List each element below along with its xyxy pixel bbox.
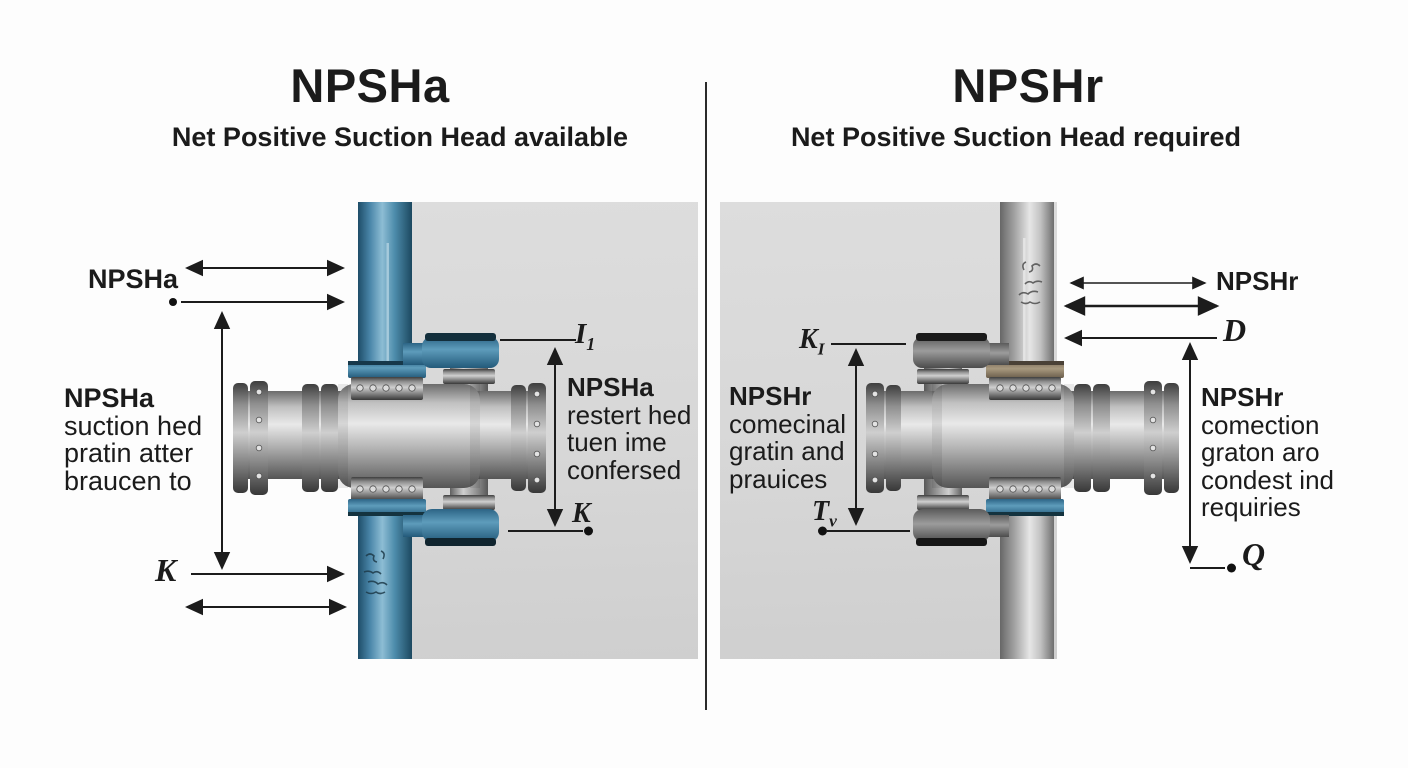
tv-label: Tv bbox=[812, 496, 837, 531]
left-inner-text-block: NPSHa restert hed tuen ime confersed bbox=[567, 372, 717, 484]
right-inner-text-block: NPSHr comecinal gratin and prauices bbox=[729, 381, 869, 493]
bypass-bottom-cap-right bbox=[913, 509, 990, 542]
dimension-annotations bbox=[181, 259, 1225, 616]
bottom-gasket-left bbox=[348, 499, 426, 516]
center-divider-line bbox=[705, 82, 707, 710]
block-heading: NPSHr bbox=[729, 381, 812, 411]
block-heading: NPSHa bbox=[567, 372, 654, 402]
npsha-arrow-label: NPSHa bbox=[88, 264, 179, 294]
bypass-bottom-cap-left bbox=[422, 509, 499, 542]
left-subtitle: Net Positive Suction Head available bbox=[171, 122, 629, 152]
ki-label: KI bbox=[799, 324, 825, 359]
pump-assembly-right bbox=[866, 202, 1179, 659]
q-dot bbox=[1227, 563, 1236, 573]
tv-dot bbox=[818, 526, 827, 536]
top-gasket-right bbox=[986, 361, 1064, 378]
bypass-top-cap-right bbox=[913, 337, 990, 368]
pipe-markings-right bbox=[1018, 261, 1043, 305]
right-outer-text-block: NPSHr comection graton aro condest ind r… bbox=[1201, 382, 1361, 522]
pipe-markings-left bbox=[363, 550, 388, 595]
block-heading: NPSHr bbox=[1201, 382, 1284, 412]
i1-label: I1 bbox=[575, 318, 596, 354]
k-inner-dot bbox=[584, 526, 593, 536]
right-title: NPSHr bbox=[952, 59, 1104, 112]
pump-assembly-left bbox=[233, 202, 546, 659]
right-subtitle: Net Positive Suction Head required bbox=[790, 122, 1242, 152]
npshr-arrow-label: NPSHr bbox=[1216, 266, 1299, 296]
top-gasket-left bbox=[348, 361, 426, 378]
npsha-dot bbox=[169, 298, 177, 306]
block-heading: NPSHa bbox=[64, 383, 155, 413]
k-inner-label: K bbox=[572, 498, 591, 529]
q-label: Q bbox=[1242, 536, 1266, 572]
left-outer-text-block: NPSHa suction hed pratin atter braucen t… bbox=[64, 383, 294, 495]
bottom-gasket-right bbox=[986, 499, 1064, 516]
pump-center-barrel bbox=[338, 384, 480, 488]
d-label: D bbox=[1223, 312, 1247, 348]
flange-bolts bbox=[255, 388, 541, 484]
end-flanges-left bbox=[233, 381, 546, 495]
reference-dots bbox=[169, 298, 1236, 573]
bypass-top-cap-left bbox=[422, 337, 499, 368]
k-left-label: K bbox=[155, 552, 177, 588]
left-title: NPSHa bbox=[290, 59, 450, 112]
